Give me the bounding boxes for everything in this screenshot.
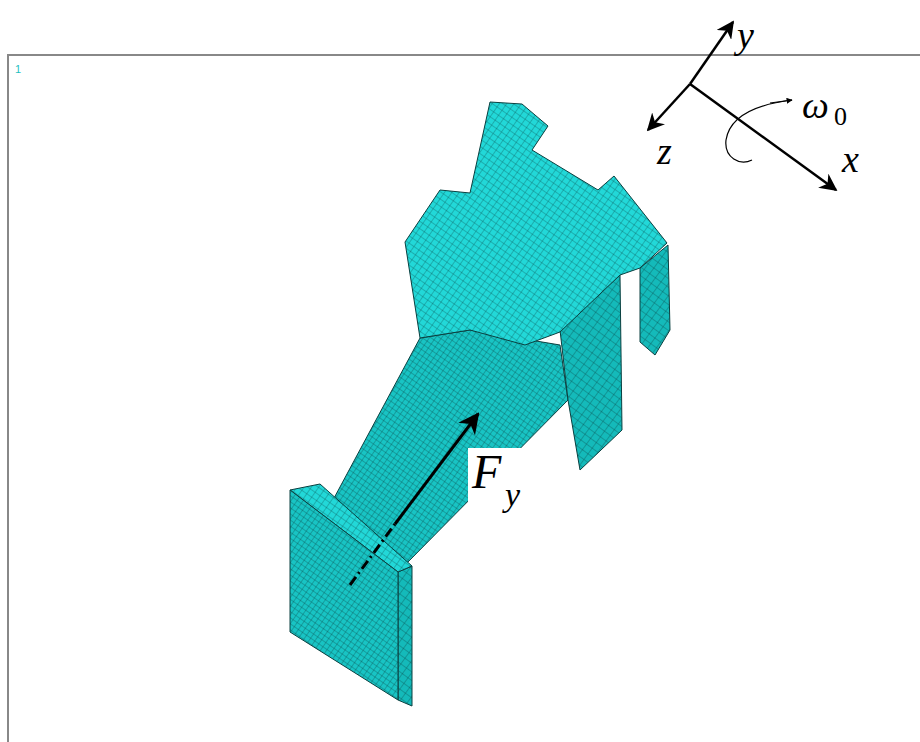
axis-label: z xyxy=(657,132,672,170)
z-axis xyxy=(648,84,690,130)
axis-label: x xyxy=(842,140,859,178)
axis-label: y xyxy=(737,16,754,54)
force-line-hidden xyxy=(350,524,395,585)
plate-edge-face xyxy=(398,566,412,706)
y-axis xyxy=(690,22,733,84)
subscript: y xyxy=(505,478,520,512)
force-symbol: F xyxy=(472,448,501,496)
rotation-arc xyxy=(726,100,792,162)
head-top-face xyxy=(405,102,667,345)
window-frame xyxy=(8,55,920,742)
force-arrow xyxy=(395,414,478,524)
label-ground xyxy=(468,448,536,518)
x-axis xyxy=(690,84,836,190)
subscript: 0 xyxy=(834,104,847,130)
rotation-arrowhead xyxy=(770,100,792,103)
window-number: 1 xyxy=(15,64,21,75)
plate-front-face xyxy=(290,490,398,700)
angular-velocity-symbol: ω xyxy=(802,86,829,124)
